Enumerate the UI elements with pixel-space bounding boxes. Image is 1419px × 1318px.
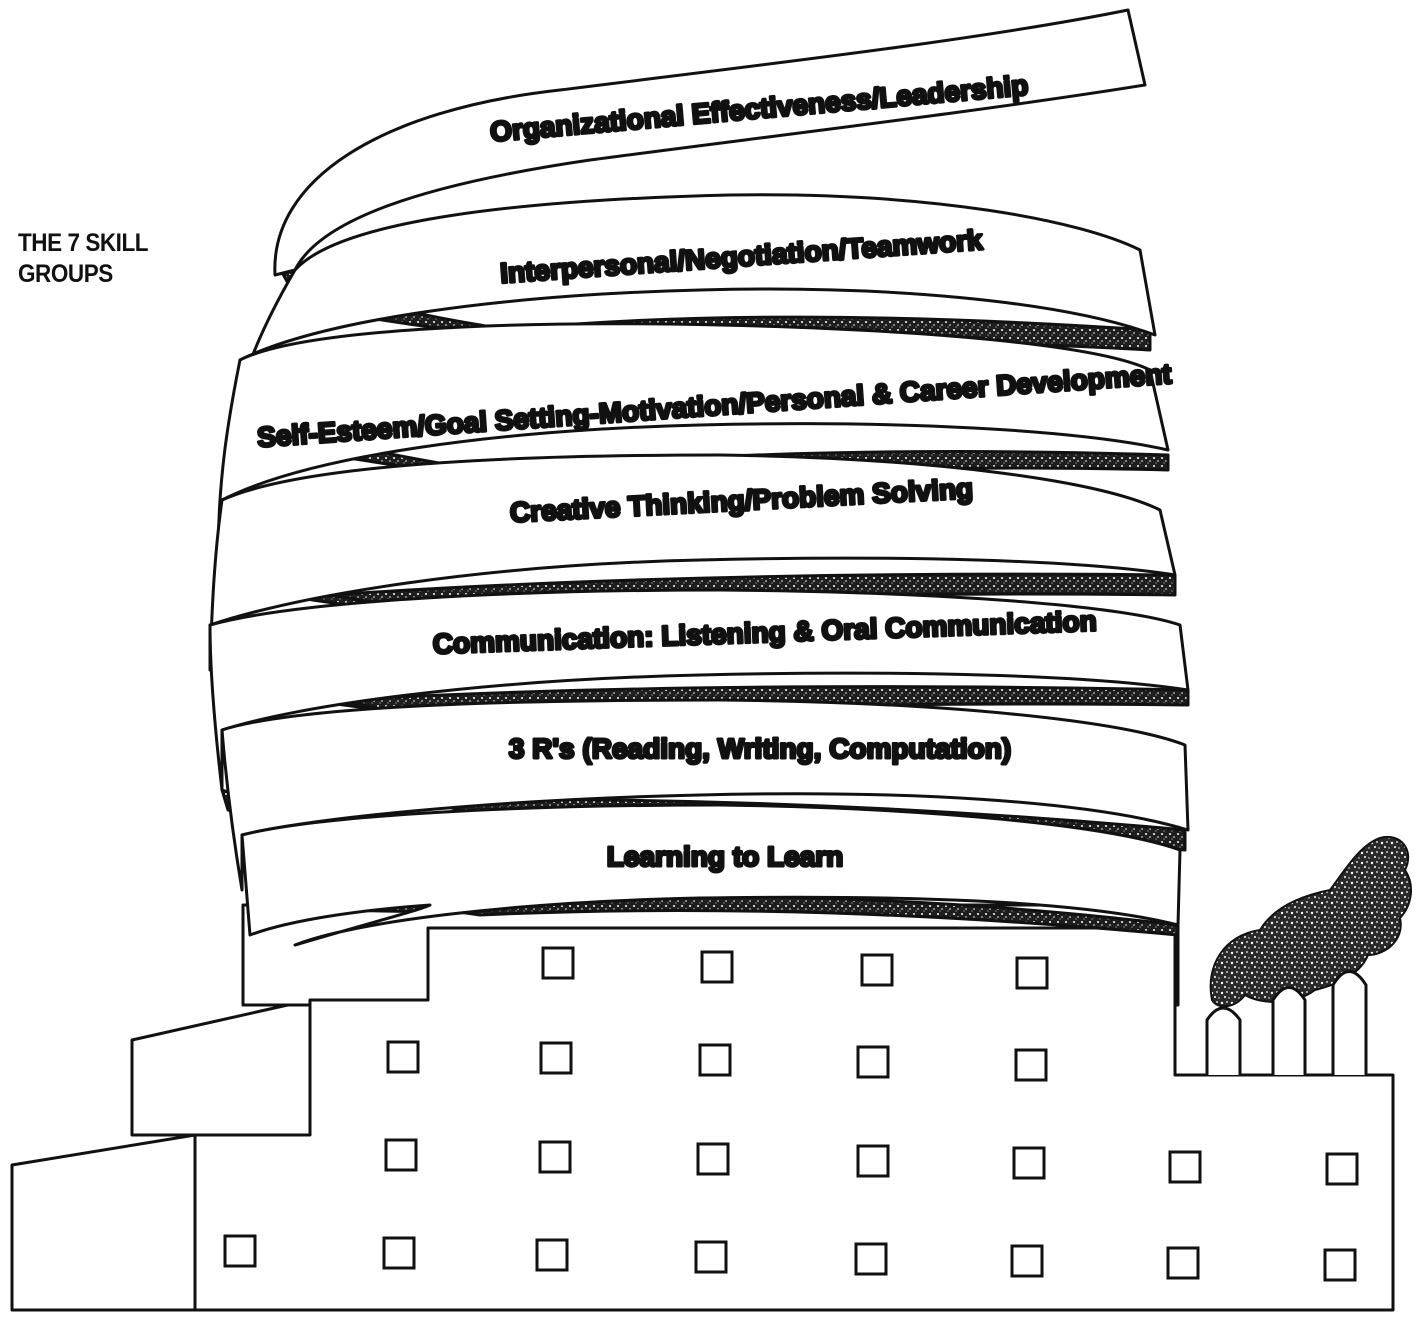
window — [539, 1041, 573, 1075]
window — [1014, 1048, 1048, 1082]
window — [1325, 1152, 1359, 1186]
window — [541, 946, 575, 980]
smokestack — [1331, 970, 1368, 1075]
skill-label-7: Learning to Learn — [607, 841, 843, 872]
ribbon-band-1 — [273, 8, 1147, 277]
window — [856, 1045, 890, 1079]
window — [698, 1043, 732, 1077]
smoke-cloud — [1209, 835, 1412, 1008]
smokestacks — [1205, 970, 1368, 1075]
window — [1166, 1246, 1200, 1280]
window — [860, 953, 894, 987]
building-windows — [223, 946, 1359, 1282]
diagram-title: THE 7 SKILL GROUPS — [18, 228, 149, 290]
window — [384, 1138, 418, 1172]
spiral-ribbon: Organizational Effectiveness/Leadership … — [208, 8, 1190, 947]
window — [535, 1238, 569, 1272]
window — [694, 1240, 728, 1274]
window — [1323, 1248, 1357, 1282]
window — [1012, 1146, 1046, 1180]
building-step-mid — [130, 998, 312, 1137]
window — [854, 1242, 888, 1276]
title-line-2: GROUPS — [18, 260, 113, 288]
building-step-low — [10, 1133, 197, 1312]
smokestack — [1271, 986, 1307, 1075]
window — [1015, 956, 1049, 990]
window — [382, 1236, 416, 1270]
smokestack — [1205, 1006, 1242, 1075]
skill-label-6: 3 R's (Reading, Writing, Computation) — [509, 733, 1011, 764]
window — [696, 1142, 730, 1176]
window — [1168, 1150, 1202, 1184]
ribbon-band-7 — [240, 803, 1182, 947]
window — [386, 1040, 420, 1074]
window — [856, 1144, 890, 1178]
window — [1010, 1244, 1044, 1278]
window — [538, 1140, 572, 1174]
window — [700, 950, 734, 984]
window — [223, 1234, 257, 1268]
title-line-1: THE 7 SKILL — [18, 229, 149, 257]
building-main-body — [193, 926, 1395, 1312]
